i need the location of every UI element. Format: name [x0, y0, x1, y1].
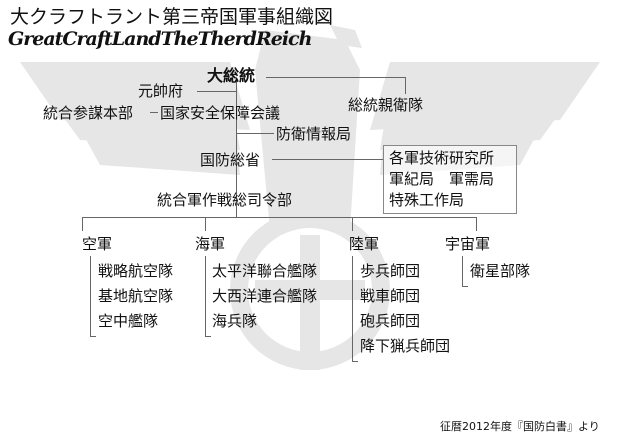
connector-line — [236, 133, 274, 134]
branch-navy: 海軍 — [195, 235, 226, 253]
unit: 衛星部隊 — [470, 262, 531, 280]
defense-sub-box: 各軍技術研究所 軍紀局 軍需局 特殊工作局 — [383, 145, 517, 214]
node-joint-command: 統合軍作戦総司令部 — [157, 191, 293, 209]
branch-space: 宇宙軍 — [445, 235, 491, 253]
connector-line — [205, 217, 206, 231]
connector-line — [205, 256, 206, 336]
node-discipline-supply: 軍紀局 軍需局 — [389, 170, 495, 188]
unit: 戦略航空隊 — [98, 262, 174, 280]
connector-line — [462, 286, 468, 287]
connector-line — [90, 256, 91, 336]
node-supreme-leader: 大総統 — [207, 66, 256, 85]
connector-line — [352, 361, 358, 362]
node-special-ops: 特殊工作局 — [389, 191, 465, 209]
unit: 歩兵師団 — [360, 262, 421, 280]
unit: 砲兵師団 — [360, 312, 421, 330]
unit: 基地航空隊 — [98, 287, 174, 305]
connector-line — [150, 112, 158, 113]
unit: 戦車師団 — [360, 287, 421, 305]
connector-line — [236, 78, 237, 217]
connector-line — [462, 256, 463, 286]
source-note: 征暦2012年度『国防白書』より — [440, 420, 600, 433]
connector-line — [476, 217, 477, 231]
node-intel: 防衛情報局 — [276, 125, 352, 143]
node-defense: 国防総省 — [200, 151, 261, 169]
branch-air: 空軍 — [82, 235, 113, 253]
node-research: 各軍技術研究所 — [389, 149, 495, 167]
node-marshal: 元帥府 — [138, 82, 184, 100]
node-guard: 総統親衛隊 — [348, 96, 424, 114]
connector-line — [205, 336, 211, 337]
connector-line — [82, 217, 83, 231]
connector-line — [197, 91, 236, 92]
unit: 大西洋連合艦隊 — [212, 287, 318, 305]
connector-line — [266, 77, 406, 78]
connector-line — [352, 256, 353, 361]
connector-line — [405, 77, 406, 94]
branch-army: 陸軍 — [349, 235, 380, 253]
connector-line — [272, 159, 383, 160]
node-joint-staff: 統合参謀本部 — [43, 104, 134, 122]
chart-subtitle: GreatCraftLandTheTherdReich — [8, 28, 312, 50]
unit: 海兵隊 — [212, 312, 258, 330]
connector-line — [90, 336, 96, 337]
unit: 空中艦隊 — [98, 312, 159, 330]
node-nsc: 国家安全保障会議 — [160, 104, 281, 122]
connector-line — [82, 217, 477, 218]
unit: 太平洋聯合艦隊 — [212, 262, 318, 280]
connector-line — [352, 217, 353, 231]
unit: 降下猟兵師団 — [360, 337, 451, 355]
chart-title: 大クラフトラント第三帝国軍事組織図 — [10, 6, 334, 28]
